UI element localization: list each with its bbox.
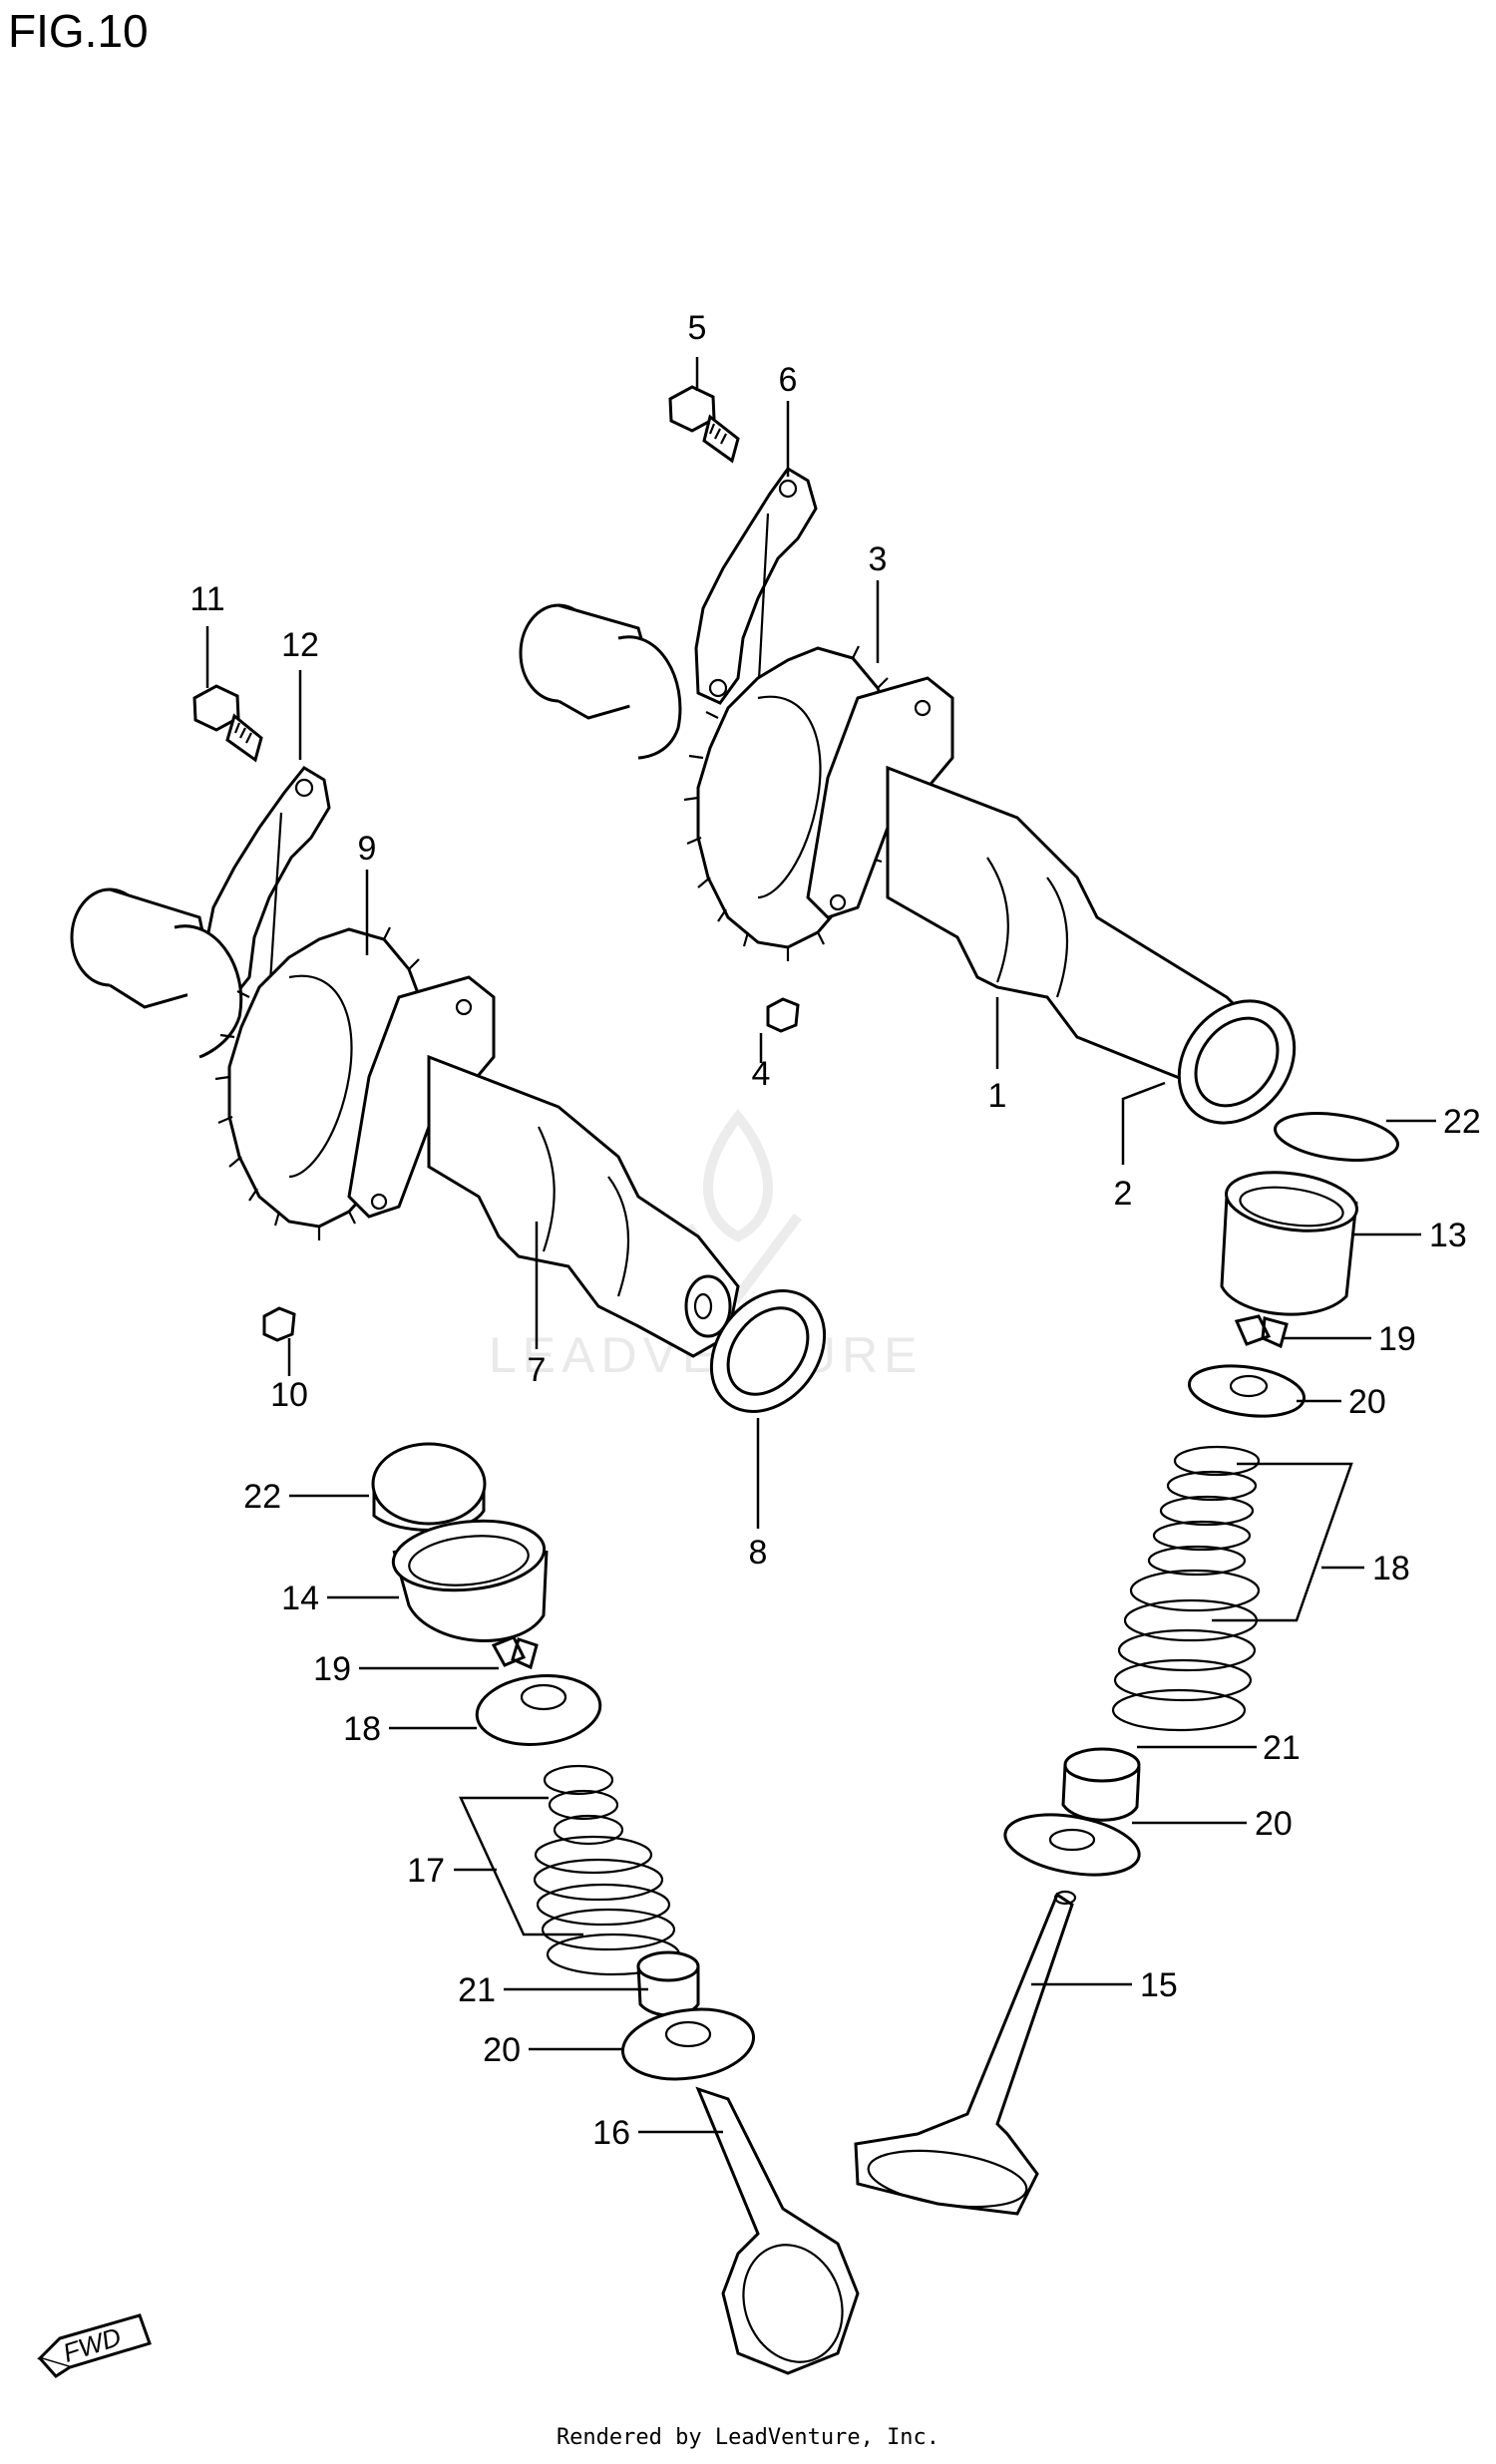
callout-18-right: 18 — [1372, 1550, 1410, 1587]
valve-assembly-right — [854, 1112, 1399, 2216]
callout-19-left: 19 — [313, 1650, 351, 1688]
callout-20-left: 20 — [483, 2031, 521, 2069]
callout-4: 4 — [752, 1055, 771, 1093]
shim-22-right — [1274, 1112, 1399, 1162]
callout-9: 9 — [358, 830, 377, 868]
callout-22-left: 22 — [243, 1478, 281, 1516]
seat-20-left — [620, 2007, 756, 2081]
bolt-5 — [668, 385, 740, 464]
camshaft-7 — [427, 1054, 740, 1358]
callout-6: 6 — [779, 361, 798, 399]
cotter-19-right — [1234, 1314, 1289, 1349]
retainer-18-left — [475, 1674, 602, 1746]
callout-7: 7 — [528, 1351, 547, 1389]
callout-12: 12 — [281, 626, 319, 664]
seal-21-right — [1061, 1747, 1141, 1822]
callout-2: 2 — [1114, 1175, 1133, 1213]
callout-16: 16 — [592, 2114, 630, 2152]
valve-16 — [695, 2086, 860, 2375]
valve-assembly-left — [371, 1442, 860, 2375]
callout-20-right: 20 — [1255, 1805, 1293, 1843]
callout-19-right: 19 — [1378, 1320, 1416, 1358]
callout-17: 17 — [407, 1852, 445, 1890]
washer-8 — [709, 1289, 827, 1413]
leader-lines — [205, 357, 1436, 2134]
seat-20-right — [1003, 1813, 1141, 1877]
footer-credit: Rendered by LeadVenture, Inc. — [556, 2425, 940, 2450]
camshaft-right — [519, 385, 1297, 1125]
plate-6 — [694, 467, 818, 705]
callout-21-left: 21 — [458, 1971, 496, 2009]
callout-5: 5 — [688, 309, 707, 347]
callout-20-upper: 20 — [1348, 1383, 1386, 1421]
callout-3: 3 — [869, 540, 888, 578]
callout-1: 1 — [988, 1077, 1007, 1115]
callout-21-right: 21 — [1263, 1729, 1301, 1767]
callout-14: 14 — [281, 1580, 319, 1617]
shim-22-left — [371, 1442, 487, 1532]
bolt-11 — [192, 684, 263, 763]
tappet-14 — [391, 1519, 549, 1642]
washer-2 — [1177, 999, 1297, 1125]
figure-title: FIG.10 — [8, 5, 149, 57]
cotter-19-left — [491, 1635, 539, 1670]
callout-18-left: 18 — [343, 1710, 381, 1748]
key-4 — [766, 997, 800, 1033]
callout-11: 11 — [189, 580, 224, 618]
camshaft-left — [70, 684, 827, 1413]
retainer-20-upper — [1187, 1364, 1307, 1418]
valve-15 — [854, 1890, 1077, 2216]
key-10 — [262, 1306, 296, 1342]
callout-labels: 5 6 3 11 12 9 4 1 2 22 13 19 20 18 21 20… — [189, 309, 1480, 2152]
springs-17 — [533, 1764, 681, 1976]
tappet-13 — [1220, 1171, 1358, 1316]
callout-15: 15 — [1140, 1966, 1178, 2004]
callout-10: 10 — [270, 1376, 308, 1414]
seal-21-left — [636, 1950, 700, 2017]
callout-8: 8 — [749, 1534, 768, 1572]
callout-13: 13 — [1429, 1217, 1467, 1254]
callout-22-right: 22 — [1443, 1103, 1481, 1141]
springs-18-right — [1111, 1445, 1261, 1732]
fwd-badge: FWD — [37, 2313, 152, 2378]
